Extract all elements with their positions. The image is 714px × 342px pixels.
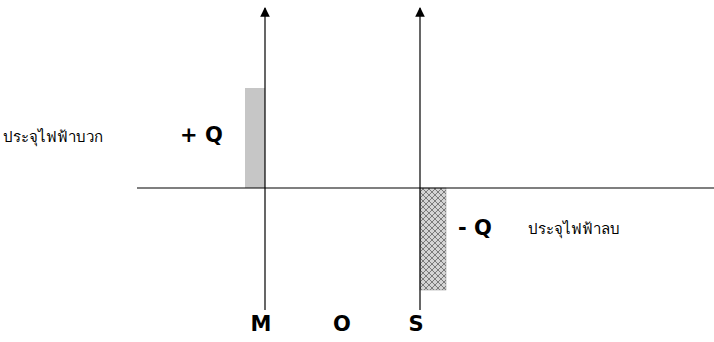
horizontal-axis — [137, 187, 714, 188]
charge-symbol: - Q — [458, 216, 492, 241]
charge-symbol: + Q — [180, 123, 223, 148]
point-label: M — [251, 312, 272, 337]
positive-charge-bar — [245, 88, 265, 188]
vertical-axis-m — [264, 8, 265, 310]
point-label: S — [408, 312, 423, 337]
charge-caption: ประจุไฟฟ้าลบ — [528, 220, 620, 238]
point-label: O — [333, 312, 351, 337]
charge-caption: ประจุไฟฟ้าบวก — [3, 128, 103, 146]
vertical-axis-s — [419, 8, 420, 310]
negative-charge-bar — [420, 188, 446, 290]
